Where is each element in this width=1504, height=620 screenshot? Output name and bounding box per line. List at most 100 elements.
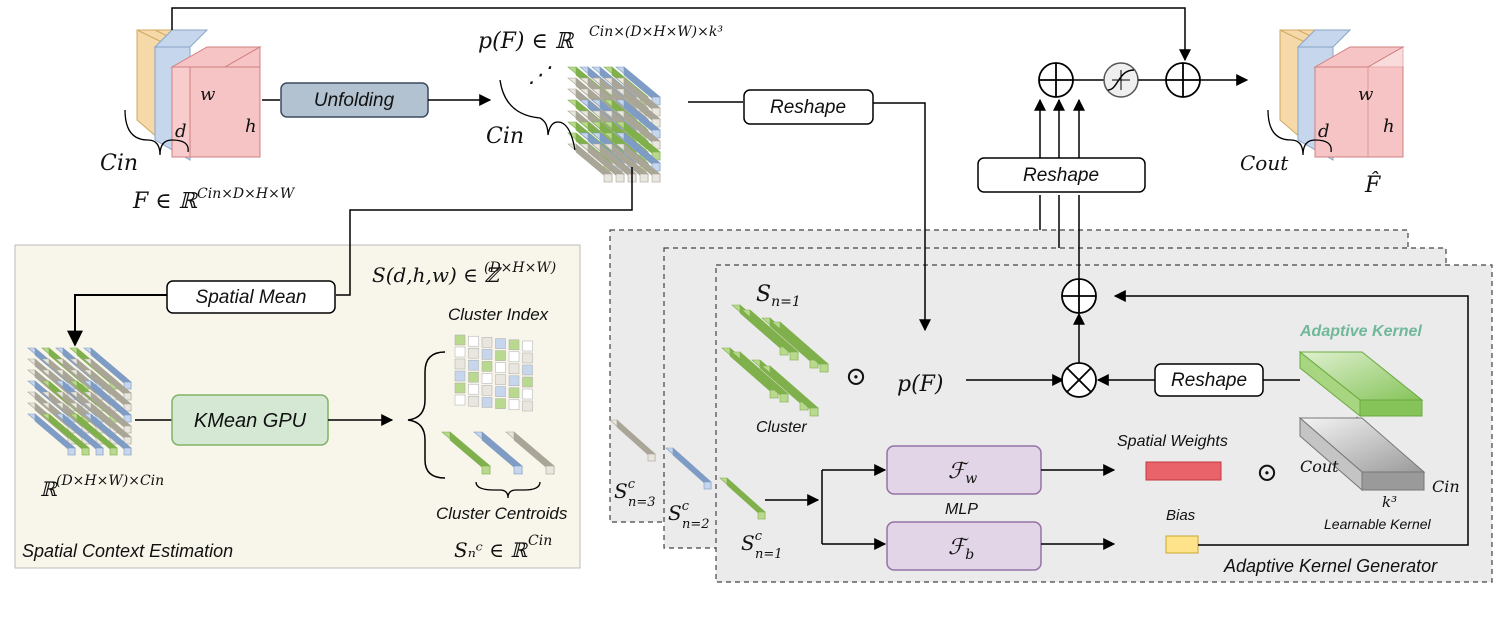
reshape-out-label: Reshape xyxy=(1023,165,1099,186)
spatial-bar xyxy=(83,391,132,434)
panel2-centroid xyxy=(665,447,712,490)
cluster-centroids xyxy=(441,431,555,475)
svg-text:p(F) ∈ ℝ: p(F) ∈ ℝ xyxy=(478,29,575,54)
svg-text:(D×H×W)×Cin: (D×H×W)×Cin xyxy=(56,473,164,489)
cin-brace-input xyxy=(124,109,189,156)
svg-text:S(d,h,w) ∈ ℤ: S(d,h,w) ∈ ℤ xyxy=(372,263,502,287)
svg-text:(D×H×W): (D×H×W) xyxy=(484,260,556,276)
spatial-feature-dim: ℝ (D×H×W)×Cin xyxy=(40,473,164,501)
skip-connection-arrow xyxy=(171,7,1191,62)
k3-label: k³ xyxy=(1382,493,1397,511)
spatial-bar xyxy=(41,413,90,456)
spatial-weights-label: Spatial Weights xyxy=(1117,433,1228,450)
spatial-bar xyxy=(83,347,132,390)
centroid-samples xyxy=(609,419,766,520)
pf-bar xyxy=(615,88,661,128)
bias-to-add-arrow xyxy=(1113,290,1469,546)
S-definition: S(d,h,w) ∈ ℤ (D×H×W) xyxy=(372,260,556,287)
spatial-bar xyxy=(69,413,118,456)
output-cout-label: Cout xyxy=(1240,151,1289,175)
input-cin-label: Cin xyxy=(100,151,138,176)
bias-label: Bias xyxy=(1166,507,1196,524)
reshape-out-box xyxy=(977,157,1146,193)
input-feature-cube xyxy=(136,29,262,161)
svg-text:ℝ: ℝ xyxy=(40,477,58,501)
cube-d-label: d xyxy=(175,121,187,142)
cluster-bar xyxy=(771,321,829,373)
cube-w-label: w xyxy=(200,84,216,105)
pf-bar xyxy=(615,121,661,161)
adaptive-generator-label: Adaptive Kernel Generator xyxy=(1223,556,1438,576)
to-spatial-mean-line xyxy=(336,167,633,296)
pf-bar xyxy=(591,143,637,183)
output-feature-cube xyxy=(1279,29,1405,161)
pf-bar xyxy=(615,143,661,183)
panel3-centroid xyxy=(609,419,656,462)
bias-block xyxy=(1165,535,1199,554)
odot-cluster: ⊙ xyxy=(845,362,867,392)
odot-weights: ⊙ xyxy=(1256,458,1278,488)
unfolded-cin-label: Cin xyxy=(486,124,524,149)
pf-bar xyxy=(603,143,649,183)
vdots-label: ⋰ xyxy=(528,63,552,88)
spatial-feature-stack xyxy=(27,347,132,456)
out-cube-h-label: h xyxy=(1383,116,1395,137)
input-F-definition: F ∈ ℝ Cin×D×H×W xyxy=(132,186,296,214)
centroid-grey xyxy=(505,431,555,475)
svg-text:Cin×(D×H×W)×k³: Cin×(D×H×W)×k³ xyxy=(589,24,723,40)
spatial-context-label: Spatial Context Estimation xyxy=(22,541,233,561)
cluster-mask-bars xyxy=(721,304,829,417)
adaptive-kernel-label: Adaptive Kernel xyxy=(1299,323,1422,340)
cluster-index-volume xyxy=(454,334,533,412)
svg-text:Cin×D×H×W: Cin×D×H×W xyxy=(197,186,296,202)
cout-brace-output xyxy=(1267,109,1332,156)
learnable-cout-label: Cout xyxy=(1300,457,1339,476)
spatial-bar xyxy=(83,369,132,412)
unfolding-label: Unfolding xyxy=(314,90,395,111)
spatial-mean-label: Spatial Mean xyxy=(196,287,307,308)
cluster-bar xyxy=(761,365,819,417)
learnable-cin-label: Cin xyxy=(1432,477,1460,496)
out-cube-d-label: d xyxy=(1318,121,1330,142)
centroid-blue xyxy=(473,431,523,475)
pf-bar xyxy=(615,99,661,139)
Snc-definition: Sₙᶜ ∈ ℝ Cin xyxy=(454,533,552,562)
spatial-mean-arrow xyxy=(67,294,167,347)
reshape-top-arrow xyxy=(873,102,931,332)
cluster-centroids-label: Cluster Centroids xyxy=(436,504,568,523)
spatial-bar xyxy=(83,380,132,423)
spatial-bar xyxy=(27,413,76,456)
unfolded-patch-stack xyxy=(567,66,661,183)
spatial-weights-bar xyxy=(1145,461,1222,481)
reshape-top-box xyxy=(743,89,874,125)
spatial-bar xyxy=(83,402,132,445)
learnable-kernel-label: Learnable Kernel xyxy=(1324,516,1432,532)
cin-brace-unfolded xyxy=(499,79,576,151)
mlp-label: MLP xyxy=(945,501,978,518)
svg-text:Cin: Cin xyxy=(528,533,552,549)
learnable-kernel-slab xyxy=(1298,416,1426,492)
svg-text:F ∈ ℝ: F ∈ ℝ xyxy=(132,189,199,214)
centroid-green xyxy=(441,431,491,475)
kmean-label: KMean GPU xyxy=(194,410,307,432)
cluster-bar xyxy=(731,351,789,403)
adaptive-kernel-slab xyxy=(1298,350,1424,418)
cluster-bar xyxy=(741,309,799,361)
spatial-bar xyxy=(55,413,104,456)
cluster-label: Cluster xyxy=(756,419,807,436)
svg-text:Sₙᶜ ∈ ℝ: Sₙᶜ ∈ ℝ xyxy=(454,538,528,562)
pf-bar xyxy=(615,66,661,106)
reshape-top-label: Reshape xyxy=(770,97,846,118)
cluster-output-brace xyxy=(407,351,446,479)
generator-panel-1 xyxy=(715,264,1493,583)
reshape-kernel-label: Reshape xyxy=(1171,370,1247,391)
panel1-centroid xyxy=(719,477,766,520)
cube-h-label: h xyxy=(245,116,257,137)
pf-bar xyxy=(579,143,625,183)
out-cube-w-label: w xyxy=(1358,84,1374,105)
spatial-bar xyxy=(83,358,132,401)
spatial-bar xyxy=(83,413,132,456)
cluster-index-label: Cluster Index xyxy=(448,305,549,324)
spatial-mean-box xyxy=(166,280,336,314)
